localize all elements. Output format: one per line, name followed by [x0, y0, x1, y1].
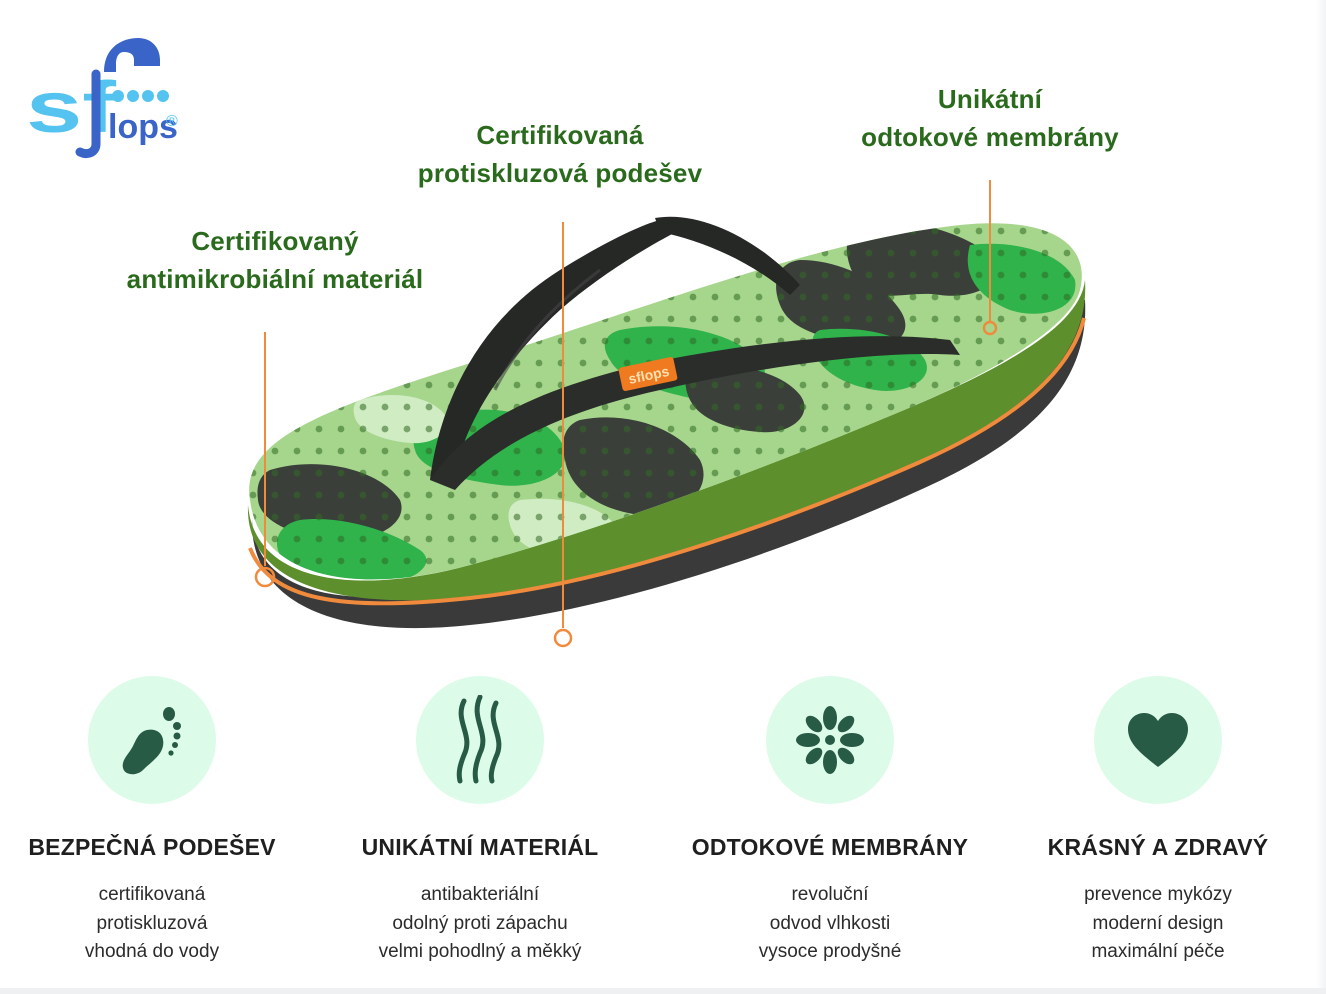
feature-title: UNIKÁTNÍ MATERIÁL — [361, 834, 599, 860]
feature-line: vysoce prodyšné — [758, 941, 902, 962]
callout-line-2: odtokové membrány — [861, 122, 1119, 152]
callout-marker-right — [982, 320, 998, 336]
footprint-icon — [88, 676, 216, 804]
strap-badge — [618, 356, 678, 392]
feature-line: prevence mykózy — [1084, 884, 1232, 905]
callout-marker-left — [254, 566, 276, 588]
callout-line-1: Certifikovaná — [476, 120, 644, 150]
feature-line: maximální péče — [1091, 941, 1225, 962]
feature-line: odolný proti zápachu — [392, 912, 568, 934]
strap-right — [655, 216, 800, 295]
page-edge-bottom — [0, 988, 1326, 994]
logo-word: lops — [108, 108, 178, 146]
feature-title: BEZPEČNÁ PODEŠEV — [28, 834, 276, 860]
callout-marker-mid — [553, 628, 573, 648]
page-edge-right — [1316, 0, 1326, 994]
feature-line: odvod vlhkosti — [769, 912, 891, 934]
feature-list: antibakteriální odolný proti zápachu vel… — [320, 881, 640, 967]
callout-line-1: Unikátní — [937, 84, 1043, 114]
sole-orange-stripe — [248, 317, 1086, 606]
callout-membranes: Unikátní odtokové membrány — [820, 80, 1160, 156]
strap-front — [430, 336, 960, 490]
feature-line: revoluční — [791, 884, 869, 905]
callout-antimicrobial: Certifikovaný antimikrobiální materiál — [60, 222, 490, 298]
feature-unique-material: UNIKÁTNÍ MATERIÁL antibakteriální odolný… — [320, 676, 640, 976]
feature-list: revoluční odvod vlhkosti vysoce prodyšné — [670, 881, 990, 967]
callout-line-2: antimikrobiální materiál — [126, 264, 424, 294]
waves-icon — [416, 676, 544, 804]
feature-title: KRÁSNÝ A ZDRAVÝ — [1047, 834, 1269, 860]
feature-line: protiskluzová — [96, 912, 208, 934]
feature-line: velmi pohodlný a měkký — [378, 941, 582, 962]
feature-title: ODTOKOVÉ MEMBRÁNY — [691, 834, 969, 860]
callout-line-1: Certifikovaný — [191, 226, 359, 256]
feature-line: moderní design — [1092, 912, 1224, 934]
feature-list: certifikovaná protiskluzová vhodná do vo… — [0, 881, 312, 967]
sole-green-layer — [247, 280, 1086, 601]
sflops-logo: sf lops ® — [26, 38, 178, 159]
flower-icon — [766, 676, 894, 804]
logo-registered: ® — [166, 113, 178, 130]
feature-line: vhodná do vody — [84, 941, 220, 962]
logo-s-letter: sf — [26, 68, 117, 148]
feature-line: antibakteriální — [420, 884, 540, 905]
feature-line: certifikovaná — [98, 884, 206, 905]
feature-drain-membranes: ODTOKOVÉ MEMBRÁNY revoluční odvod vlhkos… — [670, 676, 990, 976]
feature-list: prevence mykózy moderní design maximální… — [998, 881, 1318, 967]
callout-line-2: protiskluzová podešev — [417, 158, 703, 188]
callout-nonslip: Certifikovaná protiskluzová podešev — [390, 116, 730, 192]
heart-icon — [1094, 676, 1222, 804]
flipflop-illustration: sflops — [247, 180, 1086, 648]
feature-safe-sole: BEZPEČNÁ PODEŠEV certifikovaná protisklu… — [0, 676, 312, 976]
feature-beautiful-healthy: KRÁSNÝ A ZDRAVÝ prevence mykózy moderní … — [998, 676, 1318, 976]
